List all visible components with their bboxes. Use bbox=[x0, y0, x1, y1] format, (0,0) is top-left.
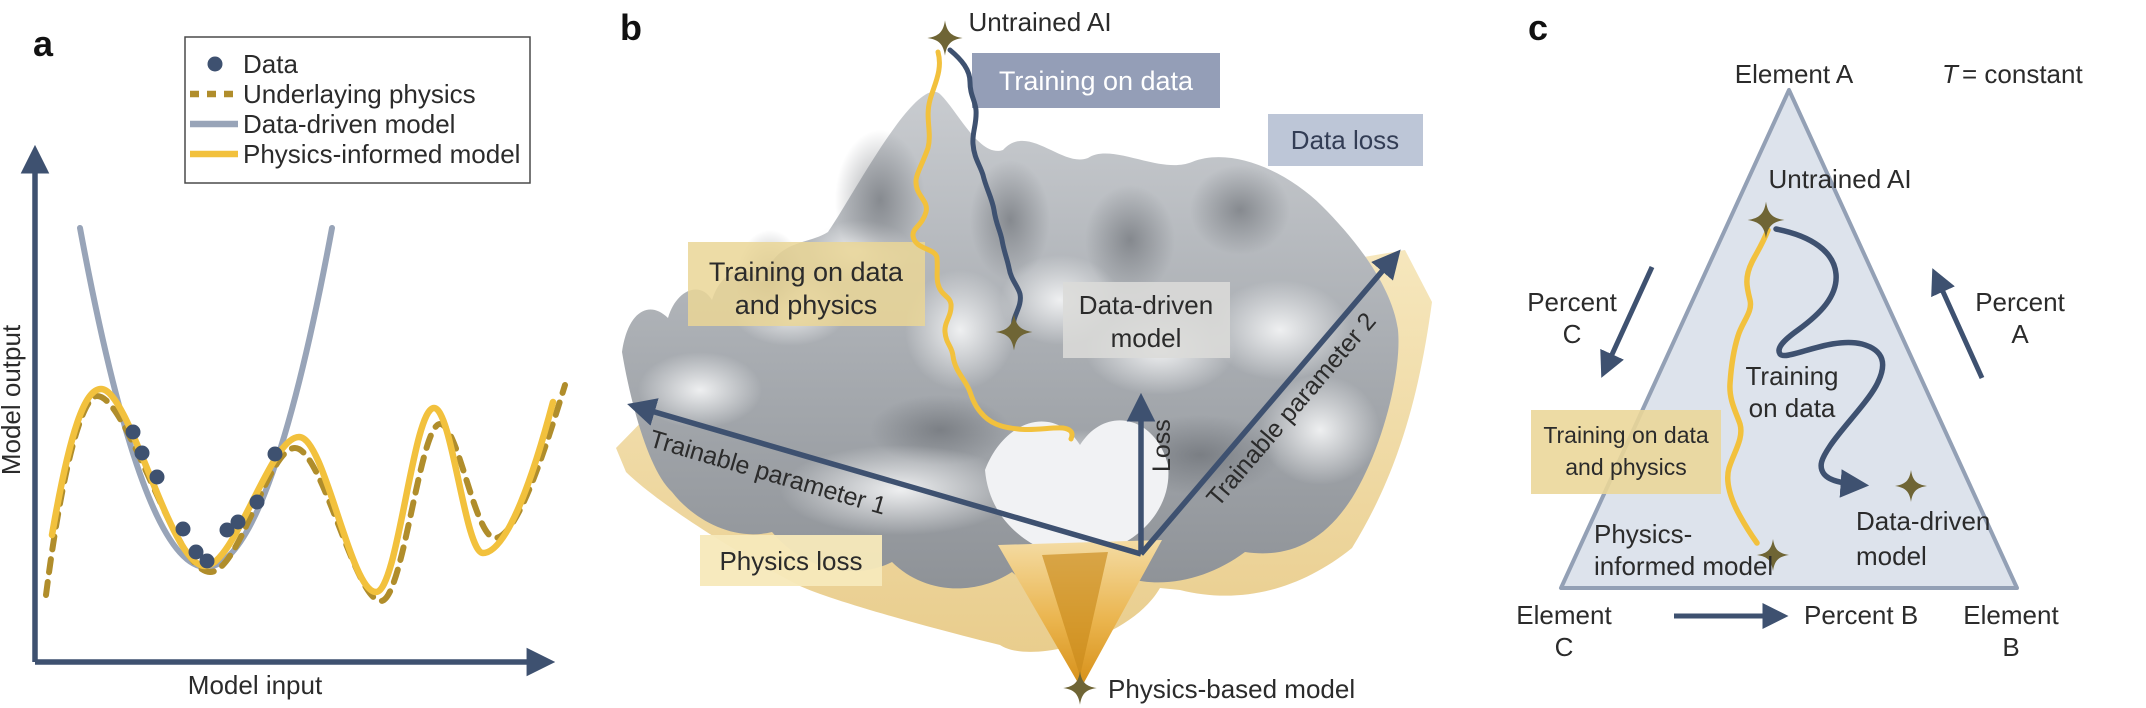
panel-a: a Data Underlaying physics Data-driven m… bbox=[0, 23, 568, 700]
data-point bbox=[175, 521, 191, 537]
data-driven-model-badge bbox=[1063, 282, 1230, 358]
training-on-data-label: Training on data bbox=[999, 66, 1194, 96]
training-on-data-line2: on data bbox=[1749, 393, 1836, 423]
training-on-data-and-physics-path bbox=[910, 49, 1075, 442]
panel-b: b bbox=[616, 7, 1432, 705]
legend-item-data-driven-model: Data-driven model bbox=[243, 109, 455, 139]
panel-c: c Element A T = constant Untrained AI Pe… bbox=[1516, 7, 2083, 662]
training-on-data-path bbox=[1773, 226, 1886, 498]
training-on-data-line1: Training bbox=[1746, 361, 1839, 391]
loss-axis-label: Loss bbox=[1148, 419, 1176, 472]
trainable-parameter-1-axis bbox=[627, 398, 1142, 557]
funnel-shadow bbox=[1042, 552, 1108, 676]
physics-informed-model-curve bbox=[48, 385, 557, 596]
legend-box bbox=[184, 36, 531, 184]
physics-based-model-label: Physics-based model bbox=[1108, 674, 1355, 704]
panel-b-letter: b bbox=[620, 7, 642, 48]
training-on-data-and-physics-path bbox=[1725, 227, 1771, 546]
y-axis-label: Model output bbox=[0, 324, 26, 475]
legend-item-physics-informed-model: Physics-informed model bbox=[243, 139, 520, 169]
data-point bbox=[230, 514, 246, 530]
element-a-label: Element A bbox=[1735, 59, 1854, 89]
data-point bbox=[267, 446, 283, 462]
training-on-data-and-physics-badge bbox=[688, 242, 925, 326]
data-driven-model-line2: model bbox=[1856, 541, 1927, 571]
training-on-data-path bbox=[947, 47, 1023, 334]
percent-c-line1: Percent bbox=[1527, 287, 1617, 317]
data-point bbox=[188, 544, 204, 560]
element-c-line2: C bbox=[1555, 632, 1574, 662]
untrained-ai-label: Untrained AI bbox=[968, 7, 1111, 37]
percent-a-line2: A bbox=[2011, 319, 2029, 349]
percent-c-arrow bbox=[1600, 265, 1655, 378]
data-driven-model-line2: model bbox=[1111, 323, 1182, 353]
data-point bbox=[125, 424, 141, 440]
untrained-ai-label: Untrained AI bbox=[1768, 164, 1911, 194]
element-b-line1: Element bbox=[1963, 600, 2059, 630]
data-driven-model-curve bbox=[77, 225, 335, 570]
panel-a-letter: a bbox=[33, 23, 54, 64]
legend: Data Underlaying physics Data-driven mod… bbox=[184, 36, 531, 184]
data-driven-model-line1: Data-driven bbox=[1856, 506, 1990, 536]
data-points bbox=[125, 424, 283, 569]
x-axis-label: Model input bbox=[188, 670, 323, 700]
training-on-data-badge bbox=[972, 53, 1220, 108]
physics-loss-label: Physics loss bbox=[719, 546, 862, 576]
panel-c-letter: c bbox=[1528, 7, 1548, 48]
training-on-data-and-physics-line1: Training on data bbox=[709, 257, 904, 287]
dot-icon bbox=[207, 56, 223, 72]
data-point bbox=[219, 522, 235, 538]
physics-loss-badge bbox=[700, 535, 882, 586]
percent-c-line2: C bbox=[1563, 319, 1582, 349]
funnel-rim bbox=[985, 420, 1169, 548]
element-c-line1: Element bbox=[1516, 600, 1612, 630]
legend-item-underlaying-physics: Underlaying physics bbox=[243, 79, 476, 109]
untrained-ai-star-icon bbox=[927, 20, 963, 56]
data-point bbox=[134, 445, 150, 461]
physics-based-model-star-icon bbox=[1063, 671, 1097, 705]
data-loss-badge bbox=[1268, 114, 1423, 166]
training-on-data-and-physics-line2: and physics bbox=[735, 290, 878, 320]
data-driven-model-line1: Data-driven bbox=[1079, 290, 1213, 320]
data-loss-label: Data loss bbox=[1291, 125, 1399, 155]
data-point bbox=[249, 494, 265, 510]
t-constant-label: = constant bbox=[1962, 59, 2083, 89]
legend-item-data: Data bbox=[243, 49, 298, 79]
t-constant-symbol: T bbox=[1942, 59, 1960, 89]
percent-a-arrow bbox=[1931, 268, 1985, 380]
data-point bbox=[199, 553, 215, 569]
data-point bbox=[149, 469, 165, 485]
underlaying-physics-curve bbox=[43, 382, 568, 605]
percent-a-line1: Percent bbox=[1975, 287, 2065, 317]
training-on-data-and-physics-badge bbox=[1531, 410, 1721, 494]
physics-informed-model-line1: Physics- bbox=[1594, 519, 1692, 549]
training-on-data-and-physics-line1: Training on data bbox=[1543, 422, 1709, 448]
training-on-data-and-physics-line2: and physics bbox=[1565, 454, 1686, 480]
element-b-line2: B bbox=[2002, 632, 2019, 662]
percent-b-label: Percent B bbox=[1804, 600, 1918, 630]
trainable-parameter-2-axis bbox=[1138, 249, 1401, 556]
physics-informed-model-line2: informed model bbox=[1594, 551, 1773, 581]
